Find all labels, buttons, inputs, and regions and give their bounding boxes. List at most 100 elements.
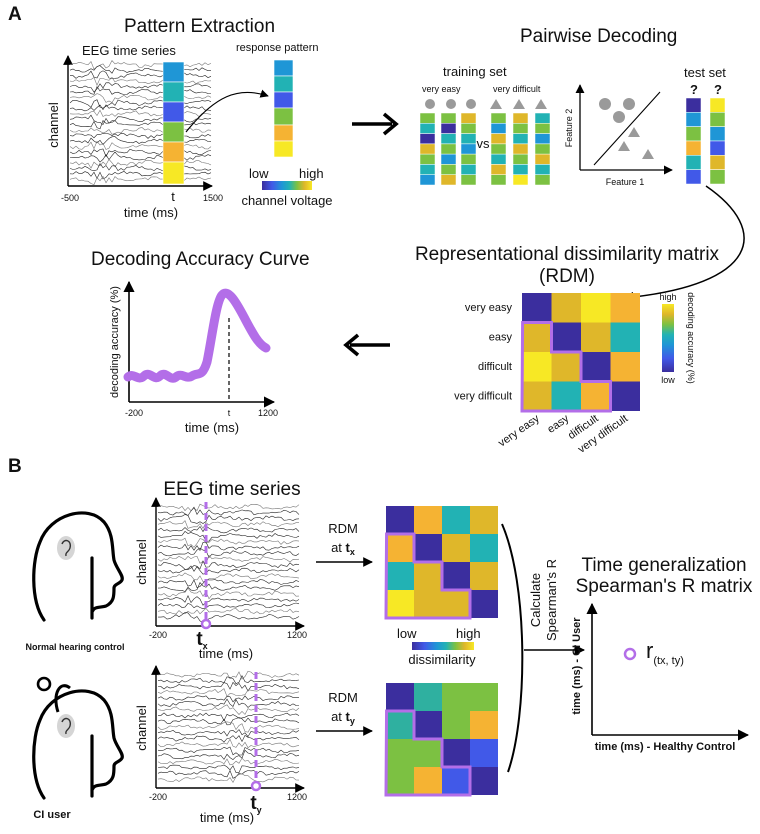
eeg-axes <box>63 55 213 191</box>
voltage-high-label: high <box>299 166 324 181</box>
eeg-trace <box>157 565 300 575</box>
curve-t-tick: t <box>228 408 231 418</box>
rdm-cell <box>386 767 414 795</box>
eeg-trace <box>157 670 300 680</box>
eeg-trace <box>157 554 300 565</box>
eeg-trace <box>69 59 212 70</box>
hearing-control-head-icon <box>32 511 124 622</box>
x-start-tick: -500 <box>61 193 79 203</box>
eeg-trace <box>157 773 300 784</box>
rdm-ty-matrix <box>384 683 498 797</box>
eeg-b-title: EEG time series <box>163 479 300 500</box>
pattern-cell <box>512 164 529 175</box>
pattern-cell <box>440 153 457 165</box>
voltage-low-label: low <box>249 166 269 181</box>
rdm-cell <box>414 683 442 711</box>
eeg-trace <box>157 695 299 703</box>
test-question-2: ? <box>714 82 722 97</box>
eeg-b-top-x-label: time (ms) <box>199 646 253 661</box>
pattern-cell <box>460 143 477 155</box>
pattern-extraction-title: Pattern Extraction <box>124 16 275 37</box>
eeg-b-bottom-x-start: -200 <box>149 792 167 802</box>
pattern-cell <box>534 143 551 155</box>
pattern-cell <box>460 174 477 186</box>
eeg-trace <box>157 579 300 588</box>
group-bottom-label: CI user <box>33 809 71 821</box>
eeg-trace <box>157 602 300 610</box>
arrow-to-rdm <box>622 185 745 303</box>
rdm-cell <box>470 711 498 739</box>
pattern-cell <box>490 143 507 155</box>
eeg-trace <box>157 749 300 760</box>
eeg-b-bottom-x-end: 1200 <box>287 792 307 802</box>
pattern-cell <box>440 123 457 134</box>
eeg-b-top-x-start: -200 <box>149 630 167 640</box>
pattern-cell <box>419 133 436 145</box>
pattern-cell <box>512 133 529 145</box>
eeg-trace <box>157 587 300 600</box>
extract-arrow <box>185 89 269 133</box>
pattern-cell <box>490 112 507 124</box>
eeg-trace <box>157 530 300 542</box>
rdm-triangle-outline <box>384 532 472 620</box>
rdm-cell <box>522 322 552 352</box>
eeg-traces <box>69 59 212 185</box>
eeg-trace <box>157 572 300 582</box>
pattern-cell <box>512 174 529 186</box>
pattern-cell <box>709 140 726 156</box>
feature-space <box>575 84 673 175</box>
response-pattern-label: response pattern <box>236 42 319 54</box>
rdm-triangle-outline <box>384 709 472 797</box>
training-columns <box>419 112 551 186</box>
tg-x-label: time (ms) - Healthy Control <box>595 741 736 753</box>
curve-x-start: -200 <box>125 408 143 418</box>
rdm-cell <box>522 293 552 323</box>
rdm-cell <box>442 534 470 562</box>
pattern-cell <box>419 174 436 186</box>
rdm-col-label: very easy <box>496 412 542 449</box>
class-b-label: very difficult <box>493 84 541 94</box>
eeg-trace <box>157 769 300 779</box>
dissim-colorbar <box>412 642 474 650</box>
pattern-cell <box>534 164 551 175</box>
rdm-cell <box>610 381 640 411</box>
rdm-cell <box>470 534 498 562</box>
pattern-cell <box>460 153 477 165</box>
extracted-column <box>162 61 185 185</box>
pattern-cell <box>709 126 726 142</box>
pattern-cell <box>685 97 702 113</box>
pattern-cell <box>490 123 507 134</box>
curve-x-end: 1200 <box>258 408 278 418</box>
accuracy-colorbar-label: decoding accuracy (%) <box>686 292 696 384</box>
eeg-trace <box>157 503 300 512</box>
response-pattern-column <box>273 59 294 158</box>
accuracy-curve-line <box>123 288 271 383</box>
rdm-cell <box>386 506 414 534</box>
eeg-series-label: EEG time series <box>82 43 176 58</box>
eeg-b-top-y-label: channel <box>134 539 149 585</box>
pattern-cell <box>534 123 551 134</box>
pattern-cell <box>709 169 726 185</box>
ty-marker: ty <box>250 793 261 815</box>
eeg-trace <box>69 170 212 180</box>
eeg-trace <box>157 582 300 592</box>
eeg-trace <box>157 607 300 615</box>
rdm-cell <box>610 352 640 382</box>
voltage-colorbar-label: channel voltage <box>241 193 332 208</box>
rdm-cell <box>470 562 498 590</box>
eeg-trace <box>69 93 212 103</box>
panel-b-label: B <box>8 456 22 477</box>
rdm-cell <box>442 506 470 534</box>
eeg-b-bottom-x-label: time (ms) <box>200 810 254 825</box>
rdm-cell <box>414 534 442 562</box>
eeg-b-top-x-end: 1200 <box>287 630 307 640</box>
tg-r-label: r(tx, ty) <box>646 638 684 667</box>
rdm-cell <box>414 739 442 767</box>
rdm-cell <box>522 352 552 382</box>
calc-line1: Calculate <box>528 573 543 627</box>
pattern-cell <box>440 174 457 186</box>
rdm-cell <box>442 590 470 618</box>
rdm-cell <box>414 562 442 590</box>
pattern-cell <box>685 126 702 142</box>
